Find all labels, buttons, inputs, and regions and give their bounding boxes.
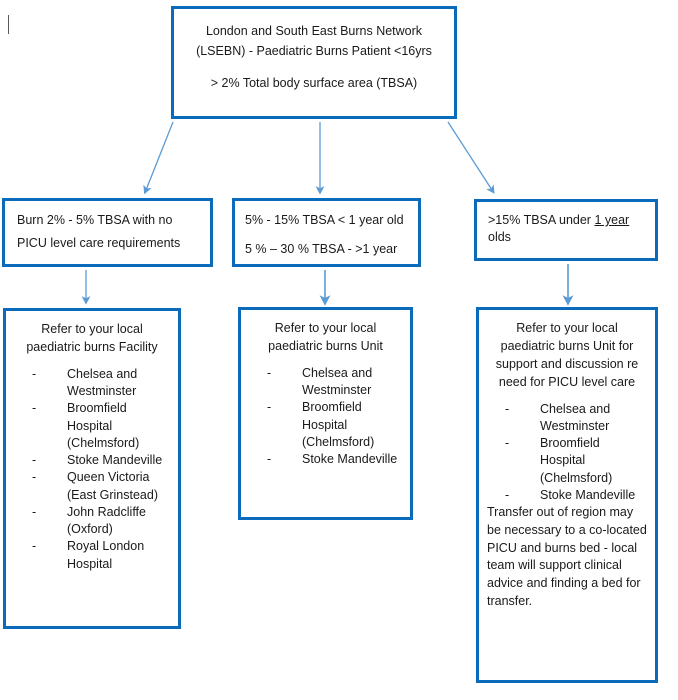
dash-bullet-icon: -	[267, 365, 272, 380]
outcome-box-unit: Refer to your local paediatric burns Uni…	[238, 307, 413, 520]
outcome-picu-heading-line4: need for PICU level care	[498, 374, 636, 389]
outcome-unit-list: - Chelsea and Westminster - Broomfield Hos…	[249, 365, 402, 469]
outcome-facility-heading-line2: paediatric burns Facility	[26, 339, 158, 354]
list-item-label: Queen Victoria (East Grinstead)	[67, 470, 159, 502]
list-item: - Chelsea and Westminster	[267, 365, 402, 400]
list-item-label: Stoke Mandeville	[540, 487, 636, 502]
arrow-top-to-picu	[447, 121, 495, 194]
list-item: - Chelsea and Westminster	[505, 401, 647, 436]
dash-bullet-icon: -	[505, 401, 510, 416]
top-box-line1: London and South East Burns Network	[205, 24, 423, 38]
list-item-label: Broomfield Hospital (Chelmsford)	[67, 401, 140, 450]
criteria-picu-line1-text: >15% TBSA under	[488, 213, 595, 227]
list-item-label: Broomfield Hospital (Chelmsford)	[540, 436, 613, 485]
outcome-box-picu: Refer to your local paediatric burns Uni…	[476, 307, 658, 683]
dash-bullet-icon: -	[505, 436, 510, 450]
list-item-label: Chelsea and Westminster	[540, 401, 611, 433]
criteria-facility-line1: Burn 2% - 5% TBSA with no	[17, 213, 173, 227]
dash-bullet-icon: -	[32, 539, 37, 554]
outcome-unit-heading-line2: paediatric burns Unit	[268, 338, 383, 353]
list-item-label: Royal London Hospital	[67, 539, 145, 571]
criteria-unit-line1: 5% - 15% TBSA < 1 year old	[245, 213, 404, 227]
list-item: - Stoke Mandeville	[267, 451, 402, 468]
text-caret	[8, 15, 9, 34]
outcome-box-facility: Refer to your local paediatric burns Fac…	[3, 308, 181, 629]
top-criteria-box: London and South East Burns Network (LSE…	[171, 6, 457, 119]
criteria-picu-line1: >15% TBSA under 1 year	[488, 212, 645, 229]
dash-bullet-icon: -	[32, 504, 37, 519]
criteria-picu-underlined: 1 year	[594, 213, 630, 227]
list-item: - Broomfield Hospital (Chelmsford)	[267, 399, 402, 451]
dash-bullet-icon: -	[32, 401, 37, 416]
top-box-spacer	[186, 63, 442, 75]
dash-bullet-icon: -	[32, 453, 37, 467]
outcome-picu-heading-line1: Refer to your local	[516, 321, 618, 335]
outcome-facility-heading-line1: Refer to your local	[41, 322, 143, 336]
criteria-box-picu: >15% TBSA under 1 year olds	[474, 199, 658, 261]
outcome-unit-heading: Refer to your local paediatric burns Uni…	[249, 320, 402, 355]
list-item: - Stoke Mandeville	[505, 487, 647, 504]
list-item: - Broomfield Hospital (Chelmsford)	[32, 400, 170, 452]
list-item-label: Stoke Mandeville	[302, 452, 398, 466]
outcome-facility-list: - Chelsea and Westminster - Broomfield Hos…	[14, 366, 170, 573]
list-item: - Chelsea and Westminster	[32, 366, 170, 401]
outcome-picu-list: - Chelsea and Westminster - Broomfield Hos…	[487, 401, 647, 505]
list-item-label: Chelsea and Westminster	[302, 365, 373, 397]
criteria-facility-line2: PICU level care requirements	[17, 235, 181, 250]
outcome-picu-note: Transfer out of region may be necessary …	[487, 505, 647, 608]
list-item-label: Chelsea and Westminster	[67, 366, 138, 398]
outcome-facility-heading: Refer to your local paediatric burns Fac…	[14, 321, 170, 356]
outcome-picu-heading: Refer to your local paediatric burns Uni…	[487, 320, 647, 391]
list-item: - Royal London Hospital	[32, 538, 170, 573]
list-item: - John Radcliffe (Oxford)	[32, 504, 170, 539]
criteria-box-facility: Burn 2% - 5% TBSA with no PICU level car…	[2, 198, 213, 267]
criteria-unit-line2: 5 % – 30 % TBSA - >1 year	[245, 241, 398, 256]
dash-bullet-icon: -	[32, 470, 37, 485]
criteria-box-unit: 5% - 15% TBSA < 1 year old 5 % – 30 % TB…	[232, 198, 421, 267]
top-box-line2: (LSEBN) - Paediatric Burns Patient <16yr…	[196, 43, 432, 58]
outcome-unit-heading-line1: Refer to your local	[274, 321, 377, 335]
top-box-line3: > 2% Total body surface area (TBSA)	[210, 75, 418, 90]
dash-bullet-icon: -	[32, 366, 37, 381]
criteria-picu-line2: olds	[488, 229, 511, 244]
list-item: - Queen Victoria (East Grinstead)	[32, 469, 170, 504]
dash-bullet-icon: -	[267, 452, 272, 466]
outcome-picu-heading-line3: support and discussion re	[495, 356, 639, 371]
outcome-picu-heading-line2: paediatric burns Unit for	[500, 338, 634, 353]
list-item: - Broomfield Hospital (Chelmsford)	[505, 435, 647, 487]
dash-bullet-icon: -	[267, 400, 272, 415]
dash-bullet-icon: -	[505, 487, 510, 502]
list-item-label: Stoke Mandeville	[67, 453, 163, 467]
arrow-top-to-facility	[143, 121, 174, 195]
list-item-label: John Radcliffe (Oxford)	[67, 504, 146, 536]
list-item-label: Broomfield Hospital (Chelmsford)	[302, 400, 375, 449]
list-item: - Stoke Mandeville	[32, 452, 170, 469]
